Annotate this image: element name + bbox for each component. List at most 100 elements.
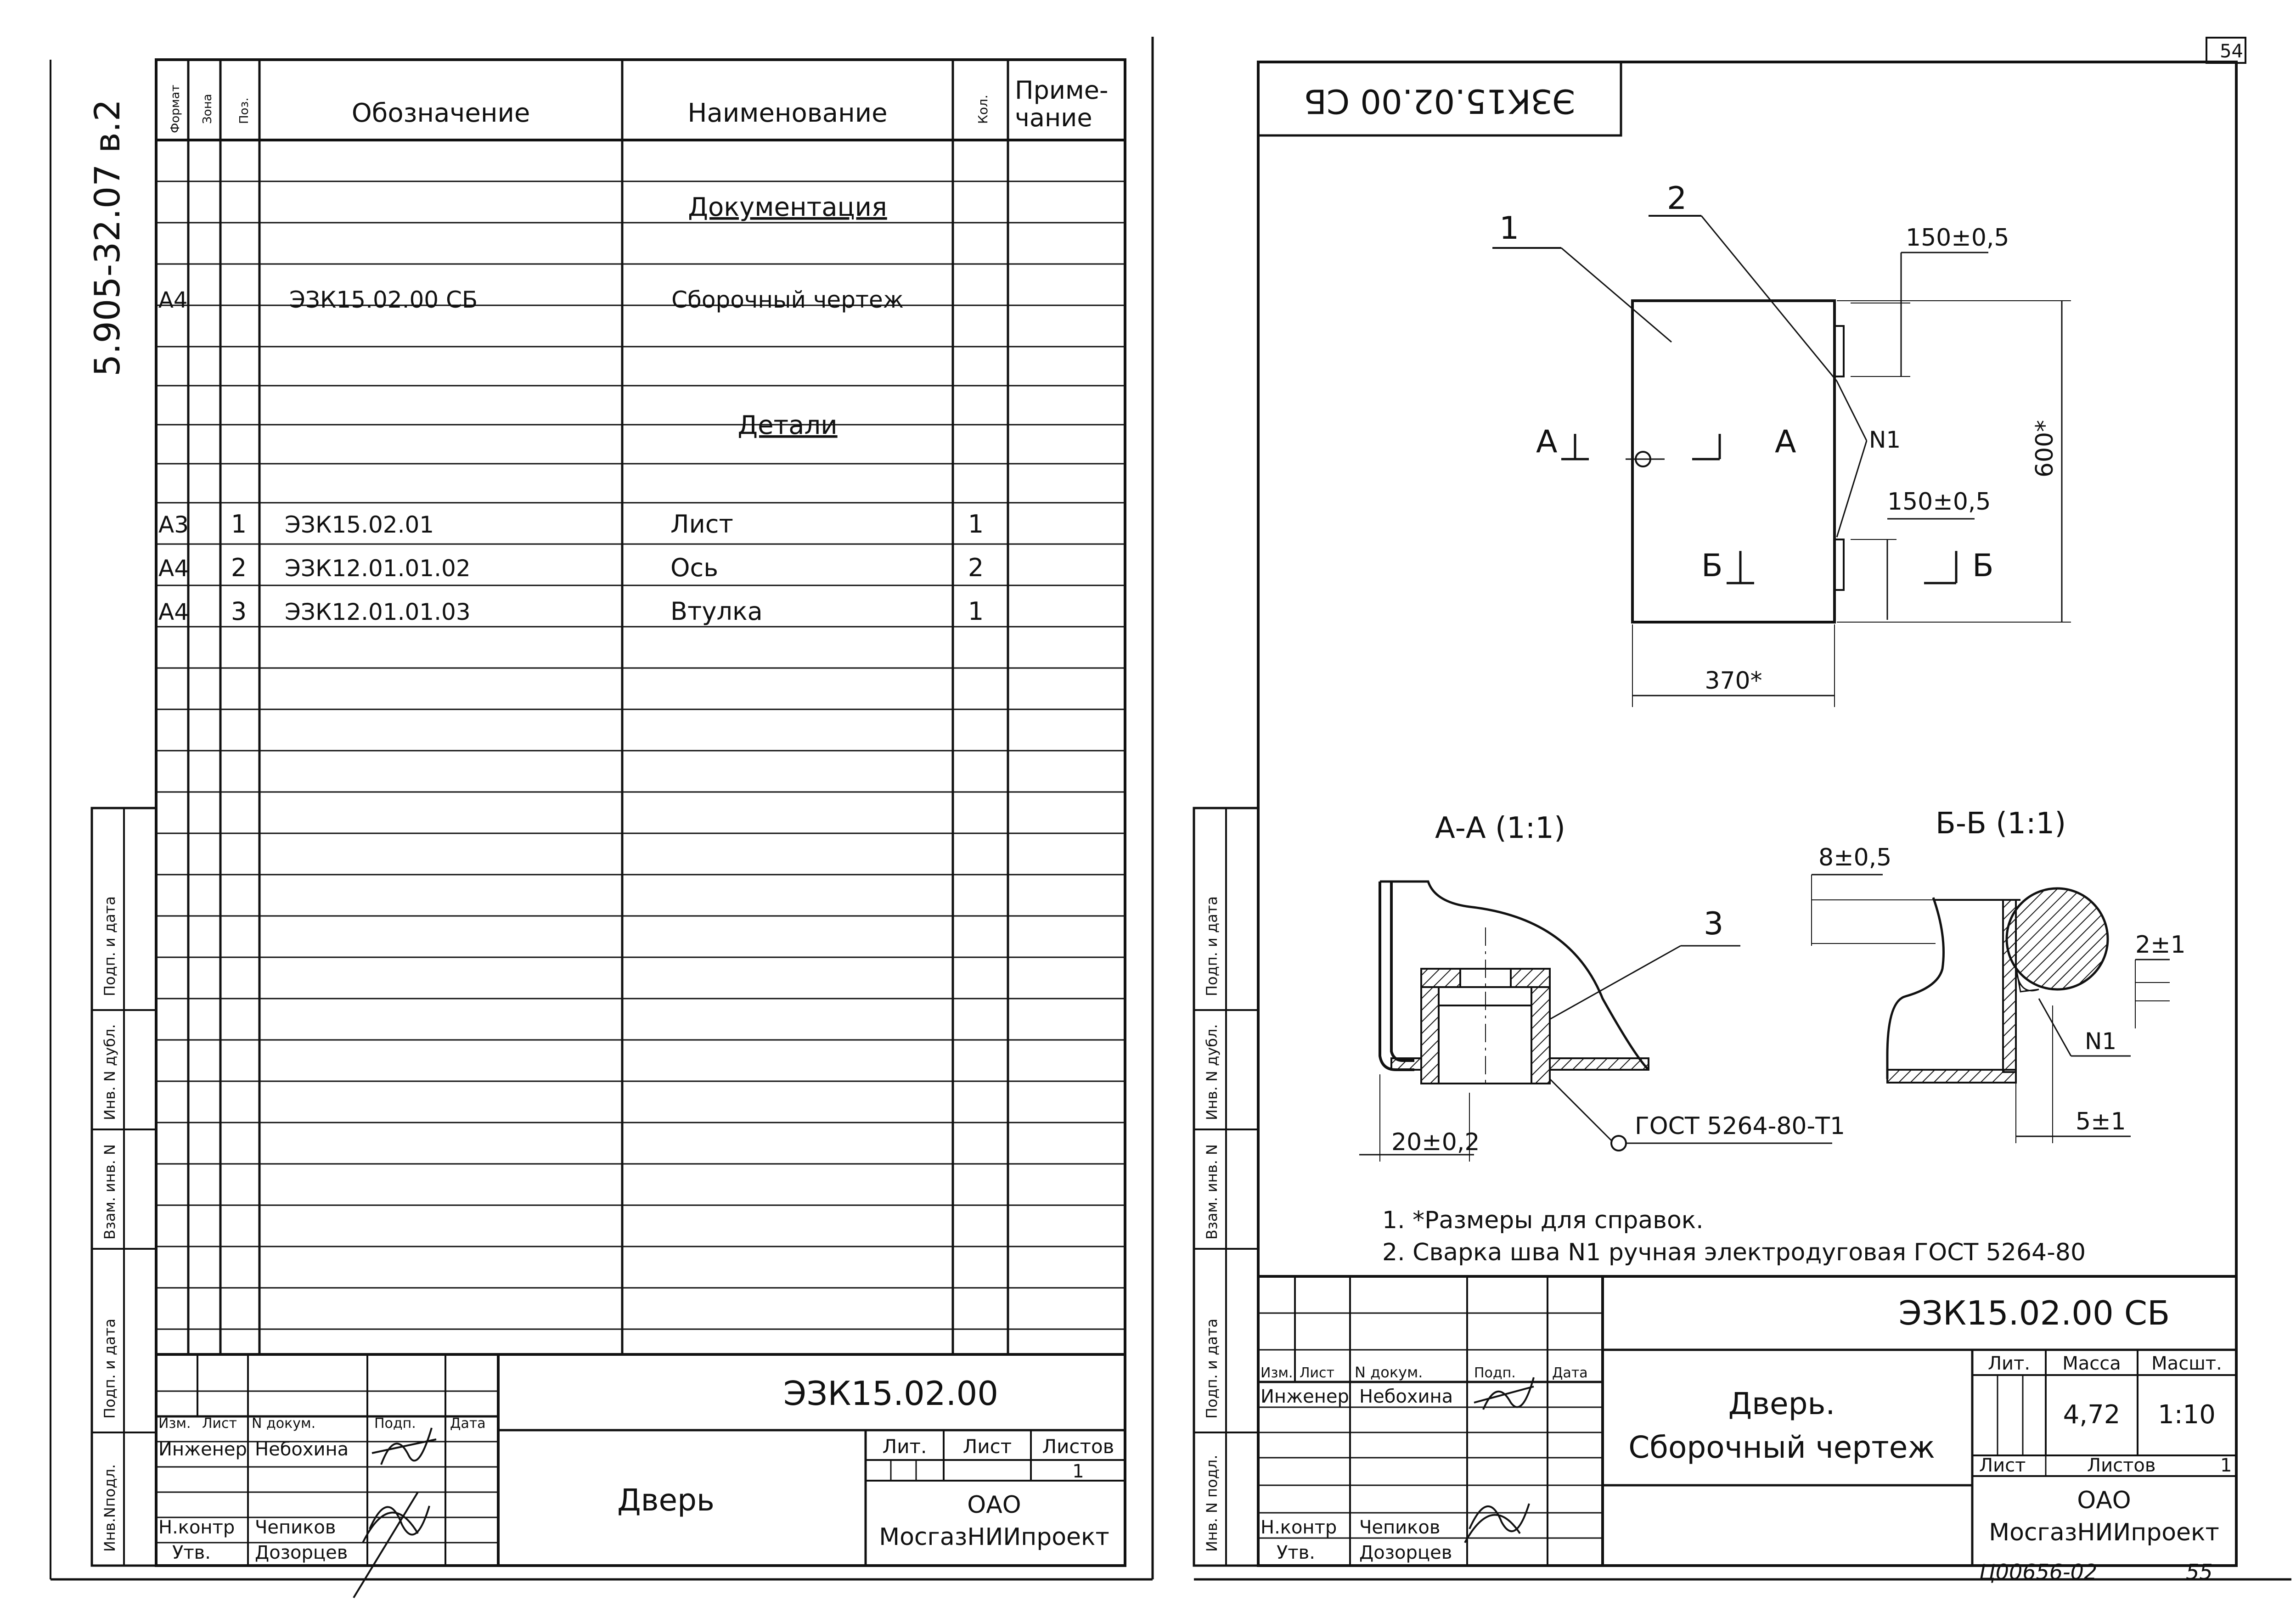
part-qty: 1 bbox=[968, 510, 984, 539]
tb-org: МосгазНИИпроект bbox=[1989, 1519, 2219, 1546]
tb-person: Чепиков bbox=[255, 1517, 336, 1538]
specification-sheet: 5.905-32.07 в.2 Подп. и дата Инв. N дубл… bbox=[50, 37, 1154, 1599]
side-field: Подп. и дата bbox=[101, 896, 118, 996]
callout-2: 2 bbox=[1667, 180, 1687, 217]
header-format: Формат bbox=[169, 85, 182, 134]
tb-col-label: Подп. bbox=[374, 1415, 416, 1432]
header-zone: Зона bbox=[201, 94, 214, 124]
tb-org: МосгазНИИпроект bbox=[879, 1523, 1109, 1551]
tb-role: Н.контр bbox=[1261, 1517, 1337, 1538]
drawing-frame bbox=[1257, 61, 2238, 1567]
tb-document-name: Дверь bbox=[617, 1482, 715, 1518]
tb-col-label: Дата bbox=[1552, 1365, 1588, 1381]
part-qty: 1 bbox=[968, 597, 984, 626]
callout-3: 3 bbox=[1704, 906, 1723, 942]
doc-designation: ЭЗК15.02.00 СБ bbox=[289, 286, 478, 313]
dim-600: 600* bbox=[2031, 420, 2059, 477]
part-pos: 3 bbox=[231, 597, 247, 626]
tb-sheet-label: Лист bbox=[963, 1435, 1012, 1458]
door-main-view: 1 2 150±0,5 150±0,5 600* 370* bbox=[1492, 180, 2071, 707]
tb-col-label: Изм. bbox=[158, 1415, 191, 1432]
header-note: чание bbox=[1015, 103, 1092, 132]
gost-leader-label: ГОСТ 5264-80-Т1 bbox=[1635, 1112, 1845, 1140]
header-name: Наименование bbox=[687, 98, 887, 128]
header-qty: Кол. bbox=[975, 95, 990, 124]
dim-150-bottom: 150±0,5 bbox=[1887, 488, 1991, 516]
part-pos: 2 bbox=[231, 553, 247, 582]
tb-person: Чепиков bbox=[1359, 1517, 1440, 1538]
spec-table: Формат Зона Поз. Обозначение Наименовани… bbox=[155, 58, 1126, 1567]
callout-1: 1 bbox=[1499, 210, 1519, 247]
tb-mass-value: 4,72 bbox=[2063, 1400, 2121, 1430]
tb-sheets-label: Листов bbox=[1042, 1435, 1114, 1458]
top-document-code: ЭЗК15.02.00 СБ bbox=[1304, 82, 1576, 120]
tb-sheets-label: Листов bbox=[2087, 1455, 2155, 1476]
side-stamp: Подп. и дата Инв. N дубл. Взам. инв. N П… bbox=[90, 807, 158, 1567]
header-pos: Поз. bbox=[237, 97, 251, 124]
section-mark-b-left: Б bbox=[1701, 548, 1723, 584]
side-field: Подп. и дата bbox=[1203, 1319, 1221, 1419]
page-number: 54 bbox=[2220, 41, 2243, 62]
dim-8: 8±0,5 bbox=[1818, 844, 1891, 871]
tb-sheet-label: Лист bbox=[1979, 1455, 2026, 1476]
side-field: Взам. инв. N bbox=[101, 1144, 118, 1240]
tb-document-name: Дверь. bbox=[1728, 1386, 1835, 1421]
section-title-bb: Б-Б (1:1) bbox=[1936, 807, 2066, 841]
side-stamp: Подп. и дата Инв. N дубл. Взам. инв. N П… bbox=[1193, 807, 1260, 1567]
tb-role: Инженер bbox=[1261, 1386, 1349, 1407]
signature-mark bbox=[1464, 1503, 1530, 1543]
tb-document-code: ЭЗК15.02.00 СБ bbox=[1899, 1294, 2170, 1332]
side-code: 5.905-32.07 в.2 bbox=[87, 99, 128, 376]
tb-org: ОАО bbox=[2077, 1487, 2131, 1514]
part-name: Лист bbox=[670, 510, 733, 539]
part-designation: ЭЗК12.01.01.03 bbox=[285, 599, 471, 625]
part-format: А4 bbox=[158, 599, 189, 625]
dim-20: 20±0,2 bbox=[1391, 1129, 1480, 1156]
note-line: 2. Сварка шва N1 ручная электродуговая Г… bbox=[1382, 1239, 2086, 1266]
part-name: Втулка bbox=[670, 597, 763, 626]
side-field: Инв. N дубл. bbox=[1203, 1024, 1221, 1120]
tb-person: Дозорцев bbox=[255, 1542, 348, 1563]
tb-role: Инженер bbox=[158, 1439, 247, 1460]
tb-org: ОАО bbox=[967, 1491, 1021, 1519]
tb-role: Н.контр bbox=[158, 1517, 235, 1538]
tb-col-label: Подп. bbox=[1474, 1365, 1516, 1381]
page-number-bottom: 55 bbox=[2186, 1560, 2213, 1584]
signature-mark bbox=[353, 1491, 430, 1599]
part-designation: ЭЗК12.01.01.02 bbox=[285, 555, 471, 582]
section-a-a: А-А (1:1) 3 ГОСТ 5264-80-Т1 20±0,2 bbox=[1359, 811, 1845, 1162]
archive-number: Ц00656-02 bbox=[1979, 1560, 2097, 1584]
part-name: Ось bbox=[670, 553, 718, 582]
section-mark-a-left: А bbox=[1536, 424, 1558, 460]
side-field: Взам. инв. N bbox=[1203, 1144, 1221, 1240]
section-b-b: Б-Б (1:1) 8±0,5 2±1 N1 5±1 bbox=[1811, 807, 2186, 1143]
part-qty: 2 bbox=[968, 553, 984, 582]
title-block: Изм. Лист N докум. Подп. Дата Инженер Не… bbox=[156, 1353, 1125, 1599]
header-note: Приме- bbox=[1015, 76, 1108, 105]
tb-document-name: Сборочный чертеж bbox=[1628, 1430, 1935, 1465]
side-field: Инв. N дубл. bbox=[101, 1024, 118, 1120]
tb-lit-label: Лит. bbox=[883, 1435, 927, 1458]
dim-5: 5±1 bbox=[2076, 1108, 2126, 1135]
side-field: Подп. и дата bbox=[1203, 896, 1221, 996]
section-mark-a-right: А bbox=[1775, 424, 1796, 460]
tb-scale-label: Масшт. bbox=[2151, 1353, 2222, 1374]
side-field: Инв.Nподл. bbox=[101, 1464, 118, 1552]
title-block: Изм. Лист N докум. Подп. Дата Инженер Не… bbox=[1258, 1275, 2236, 1566]
part-format: А3 bbox=[158, 511, 189, 538]
part-designation: ЭЗК15.02.01 bbox=[285, 511, 434, 538]
tb-person: Небохина bbox=[255, 1439, 349, 1460]
section-parts: Детали bbox=[737, 410, 837, 440]
section-mark-b-right: Б bbox=[1972, 548, 1994, 584]
tb-scale-value: 1:10 bbox=[2158, 1400, 2216, 1430]
section-documentation: Документация bbox=[688, 192, 887, 222]
part-format: А4 bbox=[158, 555, 189, 582]
tb-col-label: N докум. bbox=[1355, 1364, 1423, 1381]
tb-role: Утв. bbox=[172, 1542, 211, 1563]
weld-label: N1 bbox=[1869, 427, 1901, 453]
weld-label-section: N1 bbox=[2085, 1028, 2116, 1055]
side-field: Подп. и дата bbox=[101, 1319, 118, 1419]
tb-role: Утв. bbox=[1277, 1542, 1315, 1563]
dim-150-top: 150±0,5 bbox=[1906, 224, 2009, 252]
doc-format: А4 bbox=[158, 287, 187, 313]
